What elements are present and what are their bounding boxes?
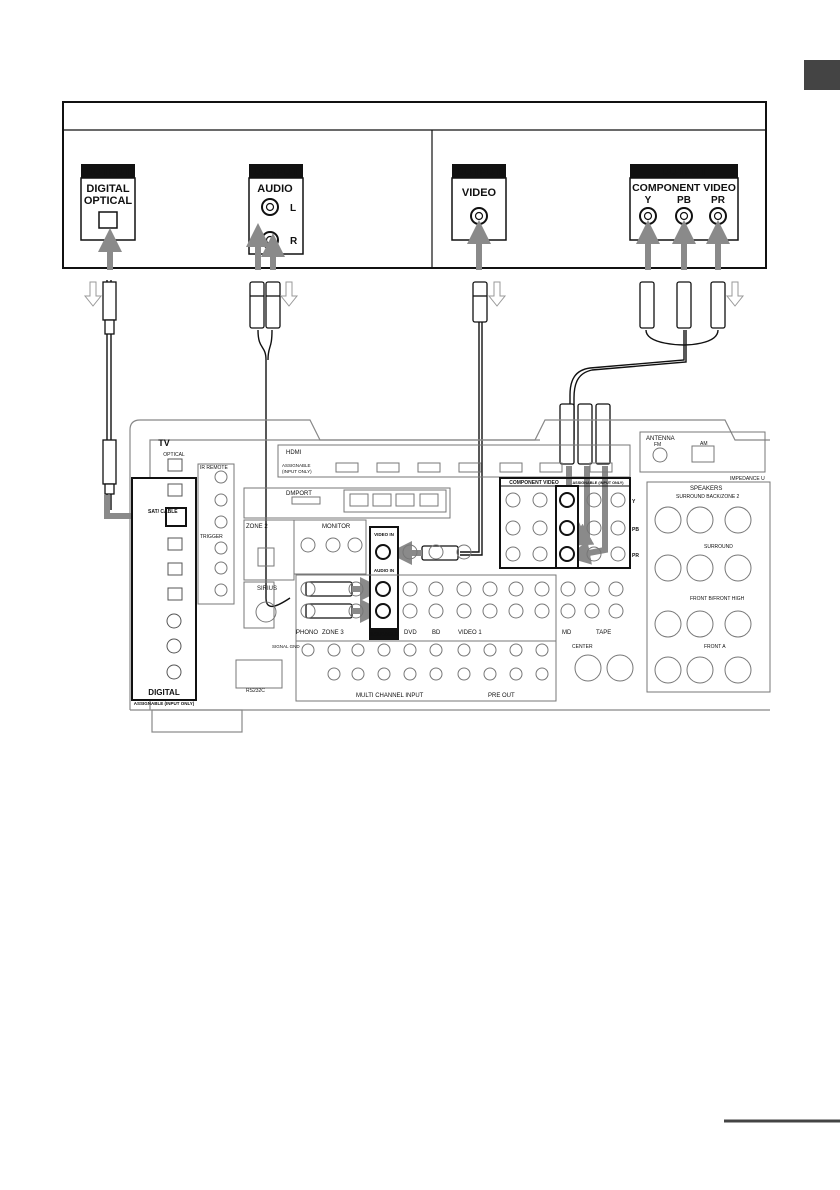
sat-video-in-label: VIDEO IN <box>374 532 394 537</box>
hdmi-input-only: (INPUT ONLY) <box>282 469 312 474</box>
audio-receiver-plugs <box>305 581 353 619</box>
output-header-component: OUTPUT <box>661 166 707 178</box>
hdmi-label: HDMI <box>286 450 302 456</box>
video-plug <box>421 281 488 561</box>
sat-audio-l-jack <box>375 581 391 597</box>
direction-arrows <box>83 281 745 307</box>
output-header-audio: OUTPUT <box>253 166 299 178</box>
y-label: Y <box>645 195 652 206</box>
audio-l-label: L <box>290 203 296 214</box>
sat-cable-input-block <box>369 526 399 640</box>
bd-label: BD <box>432 630 441 636</box>
sirius-label: SIRIUS <box>257 586 277 592</box>
antenna-label: ANTENNA <box>646 436 675 442</box>
pb-label: PB <box>677 195 691 206</box>
sat-cable-optical-label: SAT/ CABLE <box>148 509 178 515</box>
tv-label: TV <box>158 438 170 448</box>
tv-optical-label: OPTICAL <box>163 452 185 458</box>
speakers-label: SPEAKERS <box>690 486 722 492</box>
component-video-label: COMPONENT VIDEO <box>632 182 736 194</box>
audio-l-jack <box>261 198 279 216</box>
video-label: VIDEO <box>462 187 497 199</box>
optical-label: OPTICAL <box>84 195 133 207</box>
hdmi-assignable: ASSIGNABLE <box>282 463 311 468</box>
digital-optical-output: OUTPUT DIGITAL OPTICAL <box>80 164 136 241</box>
output-header-video: OUTPUT <box>456 166 502 178</box>
cables <box>106 280 719 607</box>
tape-label: TAPE <box>596 630 611 636</box>
antenna-block <box>639 431 766 473</box>
zone2-monitor <box>243 519 367 629</box>
receiver-y-jack <box>559 492 575 508</box>
audio-r-label: R <box>290 236 298 247</box>
receiver-y-label: Y <box>632 499 636 505</box>
receiver-pb-jack <box>559 520 575 536</box>
ir-remote-label: IR REMOTE <box>200 465 228 471</box>
video1-label: VIDEO 1 <box>458 630 482 636</box>
digital-column-sub: ASSIGNABLE (INPUT ONLY) <box>134 701 195 706</box>
dvd-label: DVD <box>404 630 417 636</box>
am-label: AM <box>700 441 708 447</box>
dmport-block <box>243 487 451 519</box>
signal-gnd-label: SIGNAL GND <box>272 644 300 649</box>
dmport-label: DMPORT <box>286 491 312 497</box>
multi-channel-input-label: MULTI CHANNEL INPUT <box>356 693 424 699</box>
zone3-label: ZONE 3 <box>322 630 344 636</box>
component-plugs <box>559 281 726 465</box>
component-video-output: OUTPUT COMPONENT VIDEO Y PB PR <box>629 164 739 241</box>
impedance-label: IMPEDANCE U <box>730 476 765 482</box>
section-tab <box>804 60 840 90</box>
rs232c-label: RS232C <box>246 688 265 694</box>
front-b-label: FRONT B/FRONT HIGH <box>690 596 745 602</box>
sat-cable-label: SAT/CABLE <box>370 632 399 638</box>
trigger-label: TRIGGER <box>200 534 223 540</box>
analog-jack-grid <box>235 544 624 702</box>
hdmi-block <box>277 444 631 478</box>
digital-column-label: DIGITAL <box>148 688 180 697</box>
optical-input-jacks <box>165 483 187 680</box>
speakers-block <box>574 481 771 693</box>
receiver-component-label: COMPONENT VIDEO <box>509 480 559 486</box>
audio-label: AUDIO <box>257 183 293 195</box>
md-label: MD <box>562 630 572 636</box>
front-a-label: FRONT A <box>704 644 726 650</box>
receiver-component-assignable: ASSIGNABLE (INPUT ONLY) <box>572 481 624 485</box>
monitor-label: MONITOR <box>322 524 351 530</box>
signal-arrows <box>98 220 730 623</box>
fm-label: FM <box>654 442 661 448</box>
ir-remote-trigger <box>197 463 235 605</box>
optical-plug <box>102 281 117 495</box>
sat-audio-r-jack <box>375 603 391 619</box>
digital-input-column: TV OPTICAL DIGITAL ASSIGNABLE (INPUT ONL… <box>131 438 197 706</box>
receiver-pr-label: PR <box>632 553 639 559</box>
receiver-pr-jack <box>559 546 575 562</box>
output-header-optical: OUTPUT <box>85 166 131 178</box>
receiver-pb-label: PB <box>632 527 639 533</box>
surround-label: SURROUND <box>704 544 733 550</box>
zone2-label: ZONE 2 <box>246 524 268 530</box>
center-label: CENTER <box>572 644 593 650</box>
phono-label: PHONO <box>296 630 318 636</box>
sat-audio-in-label: AUDIO IN <box>374 568 394 573</box>
receiver-component-block <box>499 477 631 569</box>
pr-label: PR <box>711 195 726 206</box>
pre-out-label: PRE OUT <box>488 693 515 699</box>
sat-video-in-jack <box>375 544 391 560</box>
source-device-panel <box>62 101 767 269</box>
digital-label: DIGITAL <box>86 183 129 195</box>
audio-plugs <box>249 281 281 329</box>
surround-back-label: SURROUND BACK/ZONE 2 <box>676 494 740 500</box>
